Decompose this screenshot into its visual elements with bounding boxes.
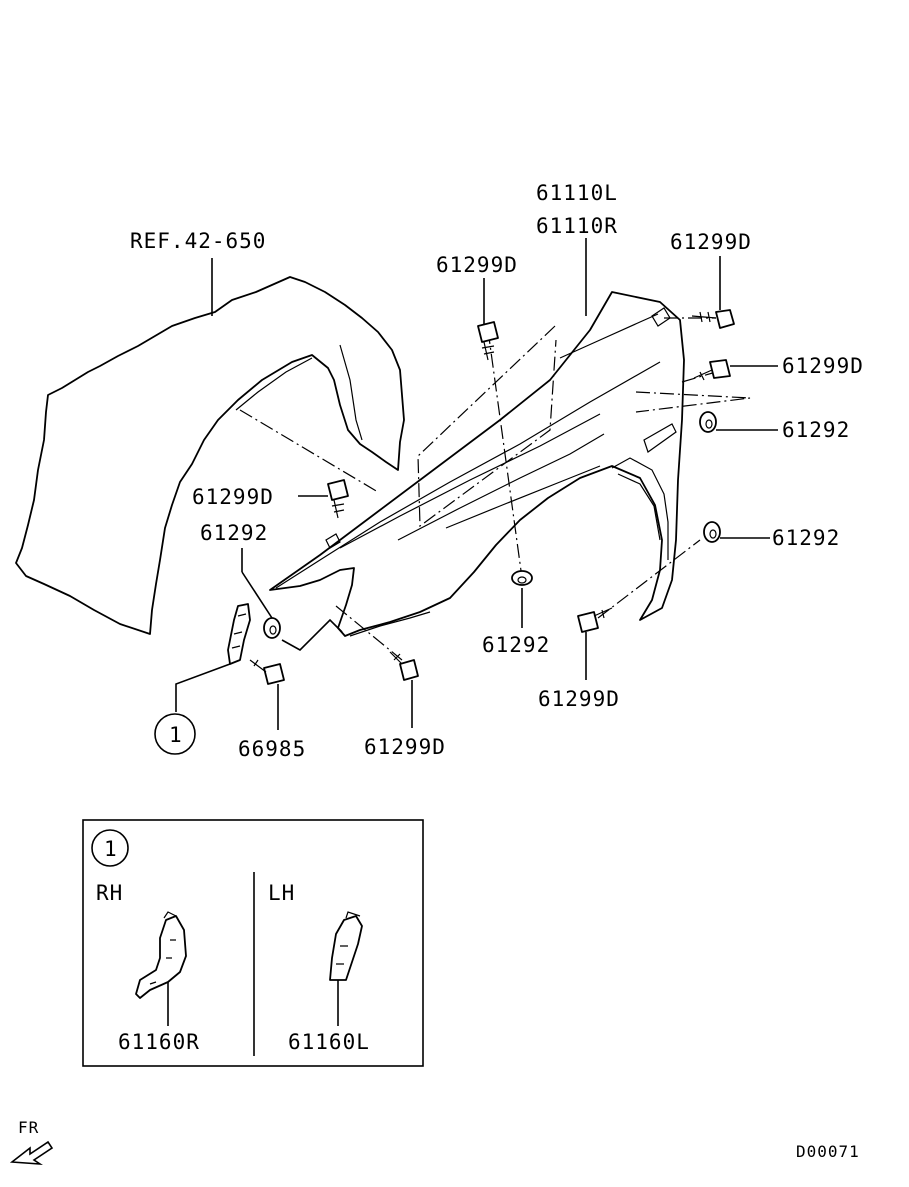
part-label: 61299D (782, 354, 864, 378)
bolt-icon (577, 607, 613, 633)
bolt-icon (693, 359, 731, 381)
part-label: 66985 (238, 737, 306, 761)
part-label: 61160R (118, 1030, 200, 1054)
part-label: 61160L (288, 1030, 370, 1054)
liner-dash-line (239, 409, 379, 493)
fender-dash-line-1 (417, 325, 557, 528)
part-label: 61299D (670, 230, 752, 254)
part-label: 61110R (536, 214, 618, 238)
callout-number: 1 (169, 723, 183, 747)
lh-label: LH (268, 881, 295, 905)
bracket-detail-box: 1 RH LH 61160R 61160L (82, 819, 424, 1067)
fender-liner (15, 276, 405, 635)
fender-dash-line-3 (635, 391, 751, 413)
fender-bracket (227, 603, 251, 665)
fender-dash-line-6 (681, 371, 717, 383)
part-label: 61292 (200, 521, 268, 545)
washer-icon (703, 521, 721, 543)
rh-bracket (135, 911, 187, 999)
leader (241, 571, 273, 619)
fender-dash-line-2 (487, 329, 523, 579)
part-label: 61292 (772, 526, 840, 550)
bolt-icon (249, 659, 285, 685)
fender-dash-line-7 (335, 605, 403, 661)
washer-icon (511, 570, 533, 586)
callout-circle: 1 (154, 713, 196, 755)
front-arrow-icon (9, 1140, 54, 1166)
fender-dash-line-4 (597, 539, 701, 619)
nut-left-guide (281, 618, 343, 651)
part-label: 61299D (538, 687, 620, 711)
detail-callout-number: 1 (104, 837, 118, 861)
bolt-icon (327, 479, 349, 519)
part-label: 61110L (536, 181, 618, 205)
ref-label: REF.42-650 (130, 229, 266, 253)
leader (175, 663, 231, 712)
washer-icon (263, 617, 281, 639)
rh-label: RH (96, 881, 123, 905)
direction-label: FR (18, 1118, 39, 1137)
lh-bracket (329, 911, 363, 981)
part-label: 61299D (364, 735, 446, 759)
bolt-icon (389, 651, 419, 681)
part-label: 61292 (782, 418, 850, 442)
bolt-icon (477, 321, 499, 361)
washer-icon (699, 411, 717, 433)
part-label: 61299D (436, 253, 518, 277)
bolt-icon (691, 309, 735, 329)
part-label: 61292 (482, 633, 550, 657)
diagram-code: D00071 (796, 1142, 860, 1161)
part-label: 61299D (192, 485, 274, 509)
